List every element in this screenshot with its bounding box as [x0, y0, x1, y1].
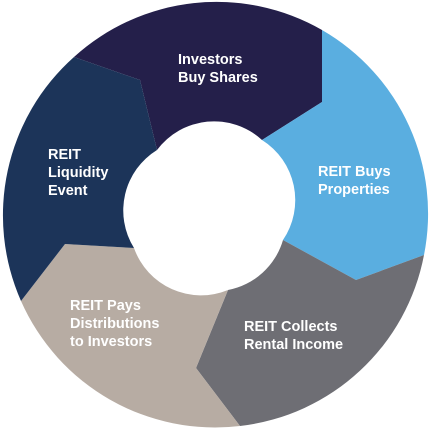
label-line: Liquidity	[48, 165, 108, 181]
label-line: REIT Buys	[318, 164, 391, 180]
label-investors-buy-shares: Investors Buy Shares	[178, 52, 258, 86]
label-reit-liquidity-event: REIT Liquidity Event	[48, 147, 112, 199]
label-line: Distributions	[70, 316, 159, 332]
label-line: Event	[48, 183, 88, 199]
segment-reit-collects-rental-income	[196, 240, 424, 426]
label-line: to Investors	[70, 334, 152, 350]
label-line: Buy Shares	[178, 70, 258, 86]
label-line: Rental Income	[244, 337, 343, 353]
segment-reit-buys-properties	[262, 30, 429, 280]
label-line: Properties	[318, 182, 390, 198]
segment-reit-pays-distributions	[21, 244, 240, 428]
label-line: REIT Collects	[244, 319, 337, 335]
segment-investors-buy-shares	[74, 1, 322, 150]
segment-reit-liquidity-event	[2, 57, 157, 301]
label-reit-collects-rental-income: REIT Collects Rental Income	[244, 319, 343, 353]
center-hole	[144, 144, 286, 286]
label-reit-buys-properties: REIT Buys Properties	[318, 164, 395, 198]
label-line: REIT Pays	[70, 298, 141, 314]
label-line: Investors	[178, 52, 242, 68]
label-line: REIT	[48, 147, 81, 163]
label-reit-pays-distributions: REIT Pays Distributions to Investors	[70, 298, 163, 350]
